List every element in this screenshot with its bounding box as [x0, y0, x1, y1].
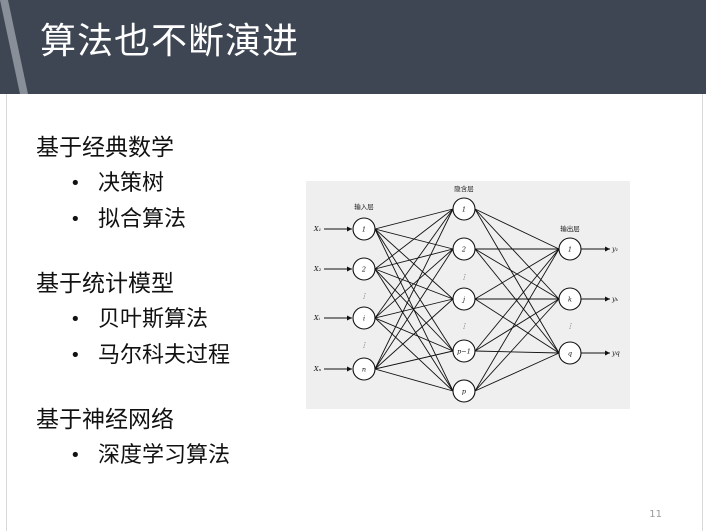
connection-line: [374, 248, 454, 319]
section-statistical-model: 基于统计模型 •贝叶斯算法 •马尔科夫过程: [36, 266, 296, 374]
list-item: •马尔科夫过程: [36, 338, 296, 374]
connection-line: [374, 208, 454, 370]
slide-title: 算法也不断演进: [40, 21, 300, 62]
arrow-head-icon: [347, 266, 352, 272]
header-decoration: [0, 0, 28, 94]
input-signal-label: Xₙ: [313, 365, 322, 373]
input-node-label: i: [363, 315, 365, 323]
bullet-icon: •: [70, 345, 81, 366]
connection-line: [374, 248, 454, 270]
right-frame-line: [702, 94, 703, 531]
arrow-head-icon: [347, 366, 352, 372]
connection-line: [474, 298, 560, 392]
connection-line: [374, 368, 454, 392]
hidden-node-label: p: [462, 388, 467, 396]
input-ellipsis: ⋮: [361, 341, 368, 349]
connection-line: [474, 208, 560, 354]
input-signal-label: X₁: [313, 225, 321, 233]
list-item: •贝叶斯算法: [36, 302, 296, 338]
list-item: •深度学习算法: [36, 438, 296, 474]
arrow-head-icon: [347, 315, 352, 321]
output-node-label: k: [568, 296, 572, 304]
connection-line: [374, 268, 454, 392]
hidden-node-label: j: [461, 296, 465, 304]
hidden-node: [452, 339, 476, 363]
section-title: 基于统计模型: [36, 271, 174, 297]
connection-line: [474, 248, 560, 392]
bullet-icon: •: [70, 309, 81, 330]
connection-line: [374, 298, 454, 370]
input-node-label: 1: [362, 226, 366, 234]
connection-line: [474, 248, 560, 354]
bullet-content: 基于经典数学 •决策树 •拟合算法 基于统计模型 •贝叶斯算法 •马尔科夫过程 …: [36, 130, 296, 474]
section-neural-network: 基于神经网络 •深度学习算法: [36, 402, 296, 474]
connection-line: [374, 208, 454, 270]
bullet-icon: •: [70, 173, 81, 194]
hidden-node: [452, 197, 476, 221]
input-node: [352, 357, 376, 381]
input-node-label: n: [362, 366, 366, 374]
hidden-ellipsis: ⋮: [461, 322, 468, 330]
connection-line: [474, 208, 560, 250]
list-item: •决策树: [36, 166, 296, 202]
input-ellipsis: ⋮: [361, 292, 368, 300]
section-title: 基于神经网络: [36, 407, 174, 433]
hidden-node: [452, 287, 476, 311]
connection-line: [374, 317, 454, 392]
output-signal-label: yₖ: [611, 295, 619, 303]
connection-line: [374, 268, 454, 352]
input-node: [352, 257, 376, 281]
arrow-head-icon: [347, 226, 352, 232]
input-signal-label: Xᵢ: [313, 314, 321, 322]
output-signal-label: yq: [611, 349, 620, 357]
hidden-node: [452, 379, 476, 403]
left-frame-line: [6, 94, 7, 531]
hidden-node-label: 1: [462, 206, 466, 214]
connection-line: [474, 298, 560, 352]
output-node-label: 1: [568, 246, 572, 254]
page-number: 11: [649, 509, 662, 520]
hidden-ellipsis: ⋮: [461, 273, 468, 281]
input-node-label: 2: [361, 266, 366, 274]
connection-line: [474, 350, 560, 354]
input-signal-label: X₂: [313, 265, 322, 273]
connection-line: [474, 208, 560, 300]
connection-line: [374, 350, 454, 370]
connection-line: [474, 248, 560, 300]
arrow-head-icon: [605, 296, 610, 302]
list-item: •拟合算法: [36, 202, 296, 238]
connection-line: [374, 248, 454, 370]
section-classic-math: 基于经典数学 •决策树 •拟合算法: [36, 130, 296, 238]
output-layer-label: 输出层: [560, 224, 580, 233]
hidden-node-label: p−1: [457, 348, 471, 356]
connection-line: [474, 352, 560, 392]
slide-header: 算法也不断演进: [0, 0, 706, 94]
input-node: [352, 306, 376, 330]
connection-line: [374, 208, 454, 230]
input-layer-label: 输入层: [354, 202, 374, 211]
connection-line: [374, 208, 454, 319]
section-title: 基于经典数学: [36, 135, 174, 161]
output-ellipsis: ⋮: [567, 322, 574, 330]
connection-line: [474, 298, 560, 354]
arrow-head-icon: [605, 246, 610, 252]
input-node: [352, 217, 376, 241]
bullet-icon: •: [70, 209, 81, 230]
bullet-icon: •: [70, 445, 81, 466]
output-signal-label: y₁: [611, 245, 618, 253]
output-node-label: q: [568, 350, 572, 358]
arrow-head-icon: [605, 350, 610, 356]
hidden-layer-label: 隐含层: [454, 184, 474, 193]
connection-lines: [374, 208, 560, 392]
connection-line: [474, 248, 560, 352]
hidden-node: [452, 237, 476, 261]
hidden-node-label: 2: [461, 246, 466, 254]
